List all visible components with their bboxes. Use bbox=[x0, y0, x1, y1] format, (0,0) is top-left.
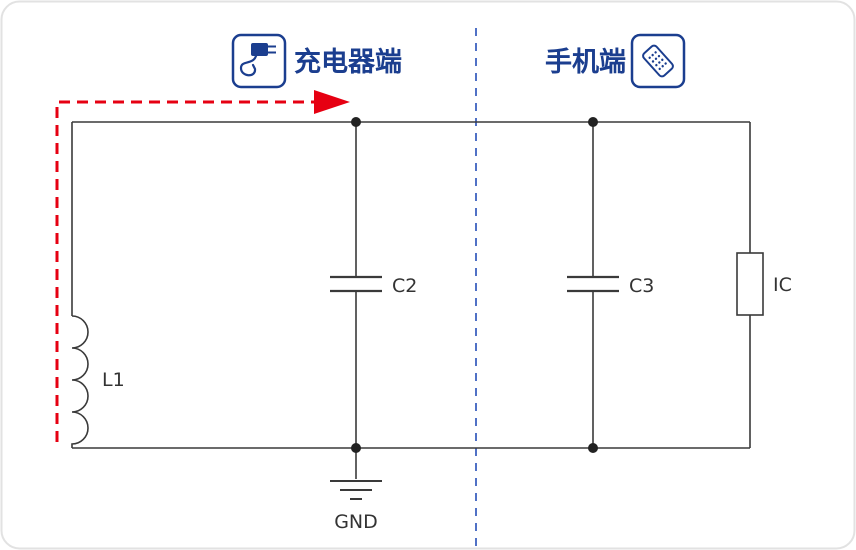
phone-icon bbox=[630, 33, 686, 89]
ic-body bbox=[736, 252, 764, 316]
ground-label: GND bbox=[334, 511, 378, 533]
node-c2-bottom bbox=[351, 443, 361, 453]
phone-section-label: 手机端 bbox=[545, 47, 626, 78]
charger-section-label: 充电器端 bbox=[294, 46, 402, 78]
capacitor-c3-label: C3 bbox=[629, 275, 654, 297]
inductor-coil bbox=[71, 315, 89, 448]
current-flow-dashed-line bbox=[55, 100, 314, 442]
ground-symbol bbox=[330, 480, 382, 500]
charger-icon bbox=[231, 33, 287, 89]
node-c2-top bbox=[351, 117, 361, 127]
ic-label: IC bbox=[773, 274, 792, 296]
inductor-label: L1 bbox=[102, 369, 125, 391]
node-c3-top bbox=[588, 117, 598, 127]
node-c3-bottom bbox=[588, 443, 598, 453]
current-flow-arrowhead bbox=[314, 90, 350, 114]
junction-dots bbox=[351, 117, 598, 453]
capacitor-c2-label: C2 bbox=[392, 275, 417, 297]
